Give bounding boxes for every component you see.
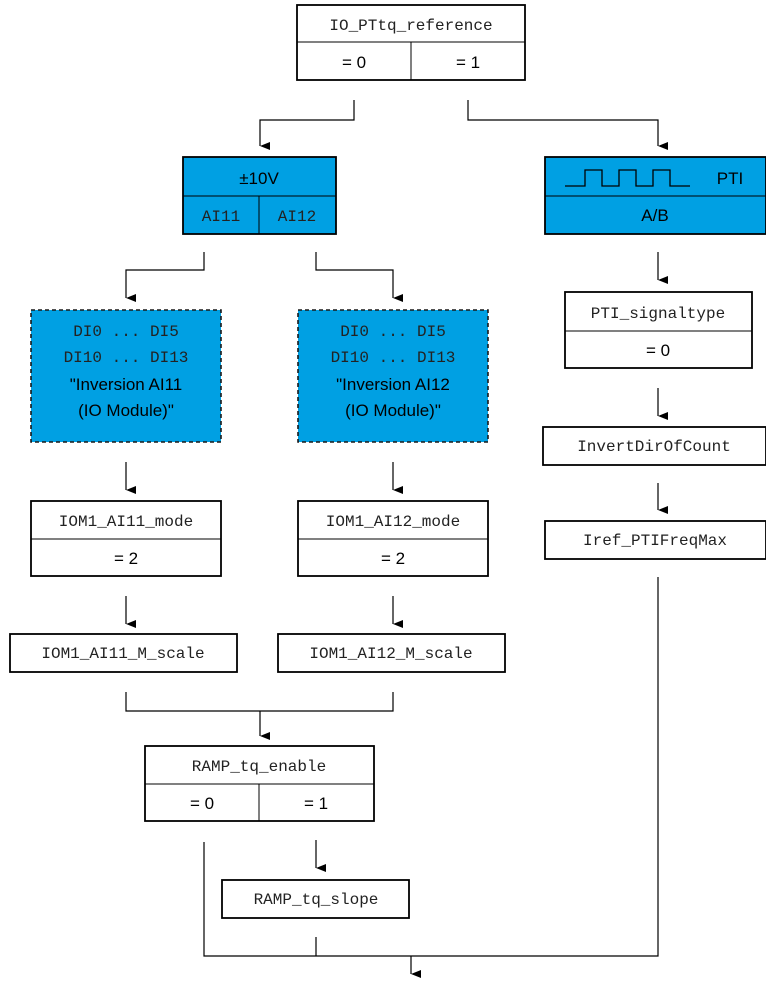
invert-dir-box: InvertDirOfCount: [542, 426, 766, 466]
pti-input-title: PTI: [717, 169, 743, 188]
pti-signaltype-name: PTI_signaltype: [591, 305, 725, 323]
iref-pti-box: Iref_PTIFreqMax: [544, 520, 766, 560]
ai12-mode-value: = 2: [381, 549, 405, 568]
inversion-ai12-line-4: (IO Module)": [345, 401, 441, 420]
io-pttq-reference-option-1: = 1: [456, 53, 480, 72]
ramp-slope-box: RAMP_tq_slope: [221, 879, 410, 919]
inversion-ai11-line-3: "Inversion AI11: [70, 375, 183, 394]
ai11-scale-box: IOM1_AI11_M_scale: [9, 633, 238, 673]
io-pttq-reference-box: IO_PTtq_reference = 0 = 1: [296, 4, 526, 81]
pti-signaltype-value: = 0: [646, 341, 670, 360]
final-merge-connector: [203, 577, 659, 957]
ai12-mode-name: IOM1_AI12_mode: [326, 513, 460, 531]
pti-input-box: PTI A/B: [544, 156, 766, 235]
connector-to-inversion-ai12: [315, 252, 403, 302]
ai11-mode-value: = 2: [114, 549, 138, 568]
analog-input-title: ±10V: [239, 169, 279, 188]
ramp-enable-option-0: = 0: [190, 794, 214, 813]
pti-input-sub: A/B: [641, 206, 668, 225]
ai12-scale-name: IOM1_AI12_M_scale: [309, 645, 472, 663]
io-pttq-reference-name: IO_PTtq_reference: [329, 17, 492, 35]
ai11-mode-box: IOM1_AI11_mode = 2: [30, 500, 222, 577]
analog-input-box: ±10V AI11 AI12: [182, 156, 337, 235]
inversion-ai12-line-2: DI10 ... DI13: [331, 349, 456, 367]
inversion-ai11-line-1: DI0 ... DI5: [73, 323, 179, 341]
inversion-ai12-line-1: DI0 ... DI5: [340, 323, 446, 341]
inversion-ai12-line-3: "Inversion AI12: [336, 375, 450, 394]
connector-to-pti: [467, 100, 668, 150]
analog-input-ai11: AI11: [202, 208, 240, 226]
ramp-enable-option-1: = 1: [304, 794, 328, 813]
ai11-scale-name: IOM1_AI11_M_scale: [41, 645, 204, 663]
io-pttq-reference-option-0: = 0: [342, 53, 366, 72]
ai12-mode-box: IOM1_AI12_mode = 2: [297, 500, 489, 577]
ramp-slope-name: RAMP_tq_slope: [254, 891, 379, 909]
ai12-scale-box: IOM1_AI12_M_scale: [277, 633, 506, 673]
invert-dir-name: InvertDirOfCount: [577, 438, 731, 456]
ramp-enable-name: RAMP_tq_enable: [192, 758, 326, 776]
connector-to-inversion-ai11: [125, 252, 205, 302]
connector-to-analog: [259, 100, 355, 150]
iref-pti-name: Iref_PTIFreqMax: [583, 532, 727, 550]
analog-input-ai12: AI12: [278, 208, 316, 226]
inversion-ai11-line-4: (IO Module)": [78, 401, 174, 420]
inversion-ai11-line-2: DI10 ... DI13: [64, 349, 189, 367]
pti-signaltype-box: PTI_signaltype = 0: [564, 291, 753, 369]
inversion-ai12-box: DI0 ... DI5 DI10 ... DI13 "Inversion AI1…: [297, 309, 489, 443]
merge-connector-analog: [125, 692, 394, 712]
pulse-train-icon: [565, 169, 690, 187]
ramp-enable-box: RAMP_tq_enable = 0 = 1: [144, 745, 375, 822]
inversion-ai11-box: DI0 ... DI5 DI10 ... DI13 "Inversion AI1…: [30, 309, 222, 443]
ai11-mode-name: IOM1_AI11_mode: [59, 513, 193, 531]
